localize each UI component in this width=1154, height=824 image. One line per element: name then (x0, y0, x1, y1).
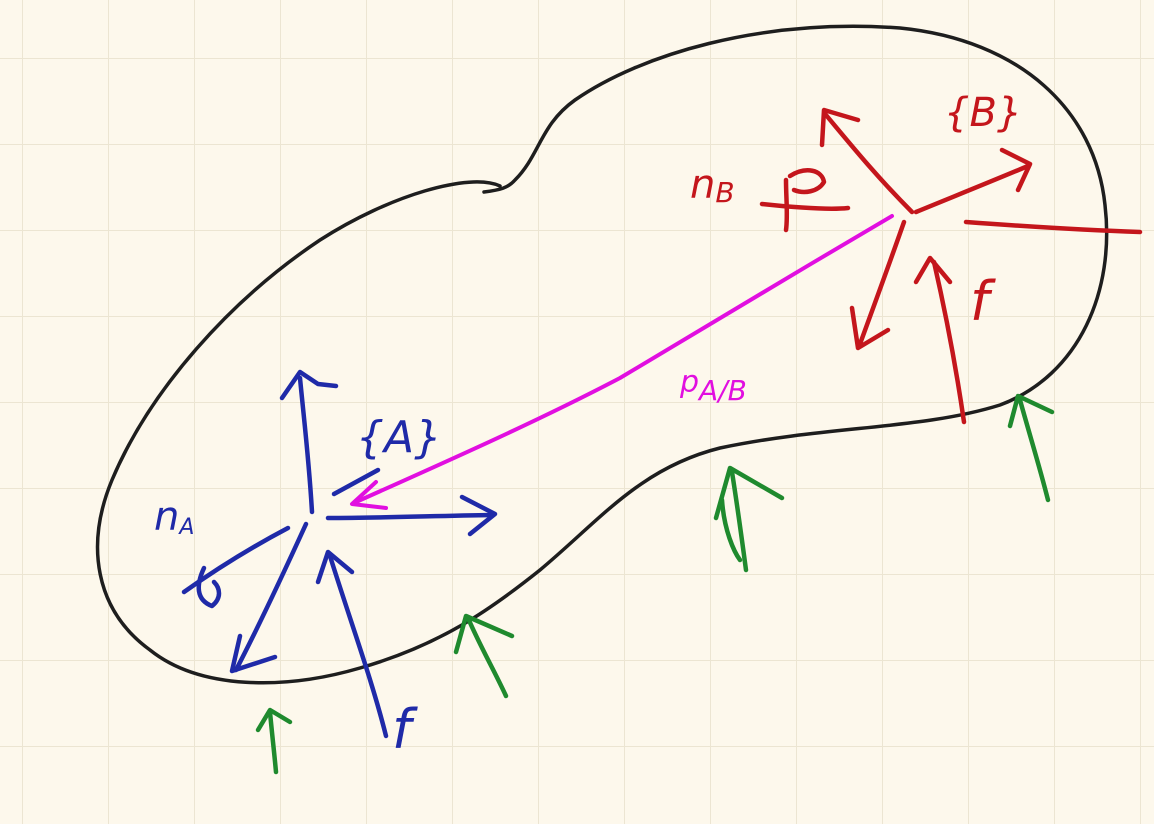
force-b-arrow (931, 259, 967, 425)
position-vector-subscript: A/B (697, 374, 747, 407)
moment-b-subscript: B (715, 176, 734, 209)
frame-b-axis-right-head (999, 147, 1033, 193)
position-vector-label: pA/B (679, 365, 747, 407)
frame-a-axis-downleft-head (229, 633, 278, 674)
moment-b-symbol: n (690, 162, 715, 208)
external-force-2-arrow-head (453, 613, 515, 655)
external-force-1-arrow (267, 709, 279, 775)
frame-b (759, 107, 1143, 425)
rigid-body-outline (95, 24, 1109, 685)
frame-b-axis-upleft-head (819, 107, 861, 148)
frame-a-axis-up-head (279, 369, 339, 401)
frame-a (181, 369, 498, 739)
frame-a-axis-right-head (459, 494, 498, 537)
moment-a-line (181, 525, 291, 595)
moment-a-curl-icon (196, 565, 222, 609)
moment-b-line (759, 201, 851, 212)
position-vector-head (350, 480, 388, 510)
frame-a-tick (331, 467, 381, 497)
external-force-1-arrow-head (255, 707, 293, 733)
force-a-arrow (327, 553, 389, 739)
moment-a-label: nA (154, 494, 194, 540)
position-vector-symbol: p (679, 365, 699, 400)
moment-a-subscript: A (177, 515, 194, 540)
position-vector-line (354, 214, 894, 504)
frame-b-axis-upleft (823, 112, 915, 215)
external-force-4-arrow-head (1007, 393, 1055, 429)
frame-b-axis-down-head (849, 305, 891, 351)
frame-b-axis-right (913, 163, 1031, 215)
frame-a-axis-up (297, 375, 315, 515)
frame-b-label: {B} (944, 90, 1022, 136)
force-a-arrow-head (315, 549, 355, 585)
external-force-3-arrow (729, 469, 749, 573)
external-force-2-arrow (465, 615, 509, 699)
position-vector (350, 214, 894, 510)
frame-b-axis-down (857, 219, 907, 347)
moment-b-curl-icon (783, 168, 827, 233)
frame-a-label: {A} (356, 412, 442, 463)
external-force-4-arrow (1017, 397, 1051, 503)
external-forces (255, 393, 1055, 775)
frame-a-axis-right (325, 512, 495, 521)
frame-a-axis-downleft (233, 521, 309, 673)
frame-b-extension-line (963, 219, 1143, 235)
force-b-arrow-head (913, 255, 953, 285)
external-force-3-tail (719, 497, 743, 563)
moment-b-label: nB (690, 162, 735, 209)
moment-a-symbol: n (154, 494, 179, 540)
